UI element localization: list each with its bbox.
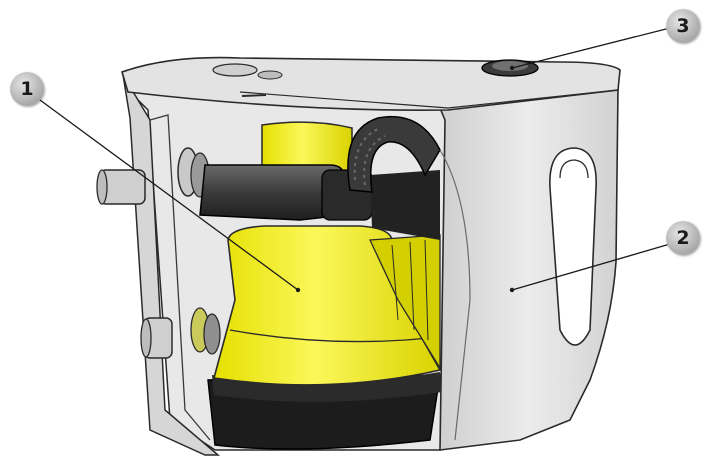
callout-2: 2 [666,221,700,255]
inlet-port-upper [97,170,145,204]
callout-1: 1 [10,72,44,106]
leader-line-3 [512,28,670,68]
inlet-port-lower [141,318,172,358]
tank-housing [440,88,618,450]
callout-3: 3 [666,9,700,43]
